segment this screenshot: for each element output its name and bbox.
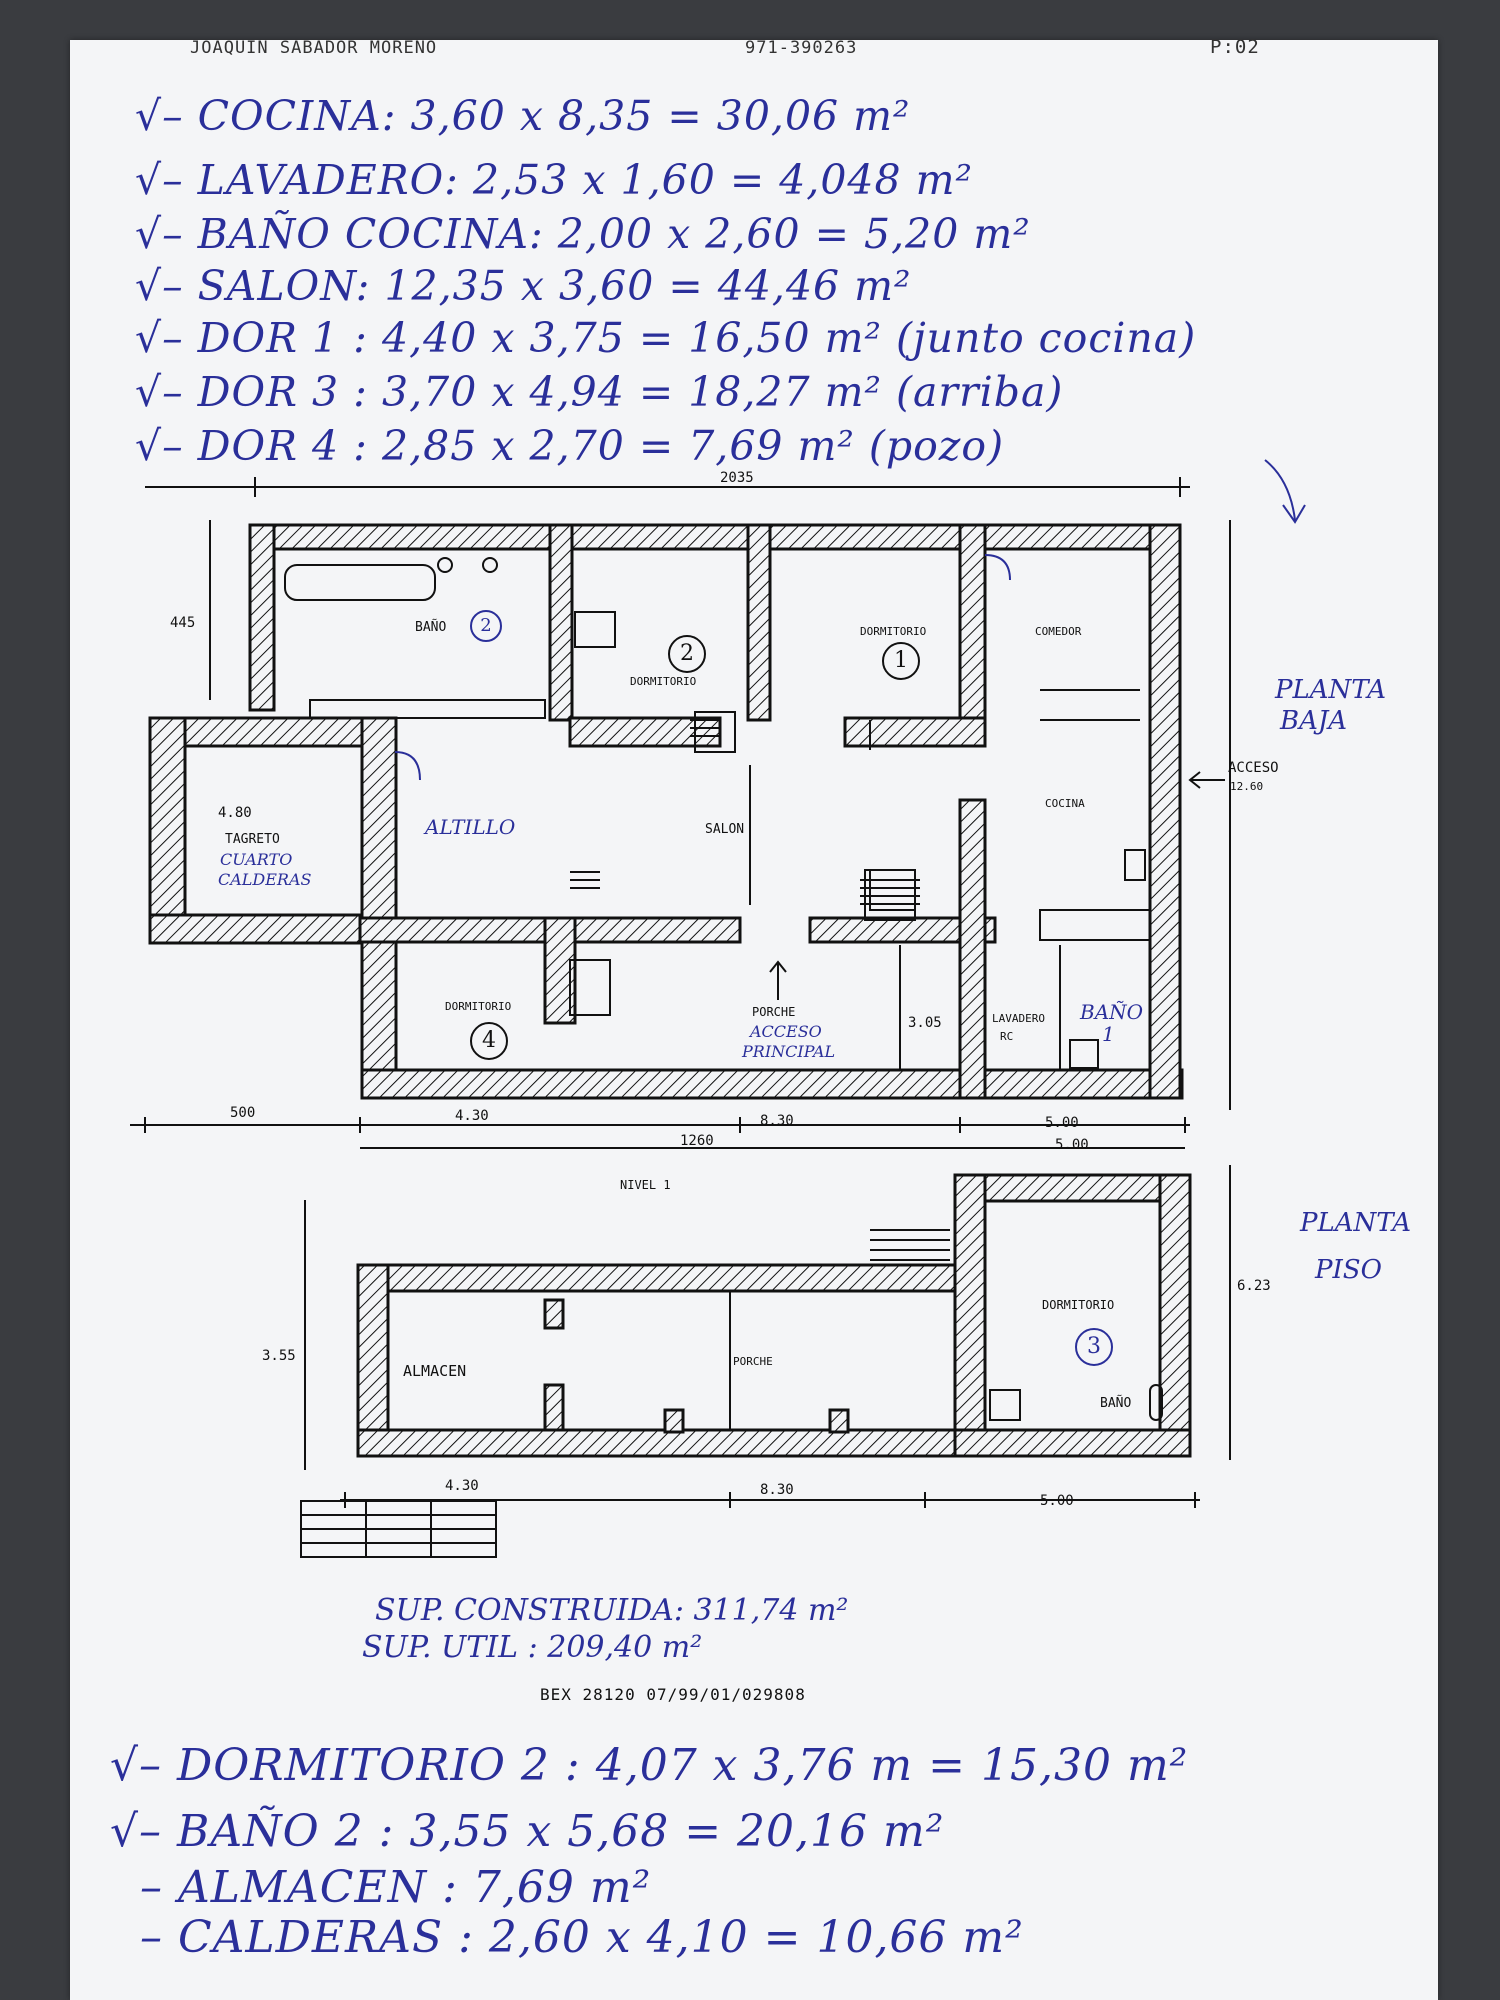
dim-bottom-c: 8.30 — [760, 1113, 794, 1129]
room-dormitorio-1-number: 1 — [882, 642, 920, 680]
dim-upper-h2: 6.23 — [1237, 1278, 1271, 1294]
room-altillo-label: ALTILLO — [425, 815, 516, 839]
dim-acceso: 12.60 — [1230, 780, 1264, 793]
room-lavadero-label: LAVADERO — [992, 1012, 1045, 1025]
check-mark: √ — [135, 314, 163, 362]
room-bano-1-number: 1 — [1102, 1022, 1115, 1046]
area-line-lavadero: √– LAVADERO: 2,53 x 1,60 = 4,048 m² — [135, 156, 973, 204]
porche-label: PORCHE — [752, 1005, 796, 1019]
room-comedor-label: COMEDOR — [1035, 625, 1082, 638]
area-line-bano-cocina: √– BAÑO COCINA: 2,00 x 2,60 = 5,20 m² — [135, 210, 1031, 258]
room-bano-3-label: BAÑO — [1100, 1396, 1132, 1411]
dim-upper-b2: 8.30 — [760, 1482, 794, 1498]
room-lavadero-sub: RC — [1000, 1030, 1014, 1043]
room-dormitorio-2-number: 2 — [668, 635, 706, 673]
room-dormitorio-3-number: 3 — [1075, 1328, 1113, 1366]
area-line-dor4: √– DOR 4 : 2,85 x 2,70 = 7,69 m² (pozo) — [135, 422, 1004, 470]
fax-page-number: P:02 — [1210, 36, 1260, 58]
planta-piso-line2: PISO — [1315, 1255, 1382, 1285]
acceso-principal-line1: ACCESO — [750, 1022, 822, 1041]
area-text: – SALON: 12,35 x 3,60 = 44,46 m² — [162, 262, 912, 310]
area-line-cocina: √– COCINA: 3,60 x 8,35 = 30,06 m² — [135, 92, 910, 140]
room-dormitorio-4-label: DORMITORIO — [445, 1000, 512, 1013]
dim-porch-h: 3.05 — [908, 1015, 942, 1031]
room-cuarto-label: CUARTO — [220, 850, 293, 869]
room-dormitorio-2-label: DORMITORIO — [630, 675, 697, 688]
nivel-1-label: NIVEL 1 — [620, 1178, 671, 1192]
dim-bottom-f: 5.00 — [1055, 1137, 1089, 1153]
dim-bottom-e: 1260 — [680, 1133, 714, 1149]
room-calderas-label: CALDERAS — [218, 870, 312, 889]
surface-summary-table — [300, 1500, 497, 1558]
check-mark: √ — [135, 92, 163, 140]
superficie-construida: SUP. CONSTRUIDA: 311,74 m² — [375, 1593, 849, 1628]
check-mark: √ — [110, 1740, 140, 1791]
footer-line-dormitorio-2: √– DORMITORIO 2 : 4,07 x 3,76 m = 15,30 … — [110, 1740, 1188, 1791]
planta-baja-line1: PLANTA — [1275, 675, 1386, 705]
area-text: – DOR 4 : 2,85 x 2,70 = 7,69 m² (pozo) — [162, 422, 1005, 470]
area-text: – ALMACEN : 7,69 m² — [140, 1862, 652, 1913]
room-dormitorio-1-label: DORMITORIO — [860, 625, 927, 638]
dim-bottom-a: 500 — [230, 1105, 256, 1121]
dim-upper-b3: 5.00 — [1040, 1493, 1074, 1509]
area-line-dor1: √– DOR 1 : 4,40 x 3,75 = 16,50 m² (junto… — [135, 314, 1196, 362]
area-text: – BAÑO 2 : 3,55 x 5,68 = 20,16 m² — [139, 1806, 945, 1857]
room-bano-2-number: 2 — [470, 610, 502, 642]
room-almacen-label: ALMACEN — [403, 1362, 467, 1380]
room-dormitorio-4-number: 4 — [470, 1022, 508, 1060]
footer-line-almacen: – ALMACEN : 7,69 m² — [140, 1862, 651, 1913]
area-text: – LAVADERO: 2,53 x 1,60 = 4,048 m² — [162, 156, 973, 204]
area-text: – BAÑO COCINA: 2,00 x 2,60 = 5,20 m² — [162, 210, 1031, 258]
fax-sender-name: JOAQUIN SABADOR MORENO — [190, 38, 438, 58]
fax-phone-number: 971-390263 — [745, 38, 858, 58]
area-line-salon: √– SALON: 12,35 x 3,60 = 44,46 m² — [135, 262, 911, 310]
dim-top-total: 2035 — [720, 470, 754, 486]
planta-piso-line1: PLANTA — [1300, 1208, 1411, 1238]
room-tagreto-label: TAGRETO — [225, 832, 280, 847]
check-mark: √ — [135, 422, 163, 470]
dim-left-height: 445 — [170, 615, 196, 631]
dim-bottom-d: 5.00 — [1045, 1115, 1079, 1131]
area-line-dor3: √– DOR 3 : 3,70 x 4,94 = 18,27 m² (arrib… — [135, 368, 1063, 416]
room-dormitorio-3-label: DORMITORIO — [1042, 1298, 1115, 1312]
area-text: – CALDERAS : 2,60 x 4,10 = 10,66 m² — [140, 1912, 1024, 1963]
check-mark: √ — [135, 262, 163, 310]
check-mark: √ — [135, 156, 163, 204]
superficie-util: SUP. UTIL : 209,40 m² — [362, 1630, 703, 1665]
area-text: – DOR 1 : 4,40 x 3,75 = 16,50 m² (junto … — [162, 314, 1197, 362]
area-text: – COCINA: 3,60 x 8,35 = 30,06 m² — [162, 92, 911, 140]
check-mark: √ — [110, 1806, 140, 1857]
footer-line-calderas: – CALDERAS : 2,60 x 4,10 = 10,66 m² — [140, 1912, 1024, 1963]
dim-tagra: 4.80 — [218, 805, 252, 821]
document-page — [70, 40, 1438, 2000]
check-mark: √ — [135, 368, 163, 416]
planta-baja-line2: BAJA — [1280, 706, 1348, 736]
dim-upper-b1: 4.30 — [445, 1478, 479, 1494]
acceso-principal-line2: PRINCIPAL — [742, 1042, 836, 1061]
acceso-side-label: ACCESO — [1228, 760, 1279, 776]
room-cocina-label: COCINA — [1045, 797, 1085, 810]
area-text: – DOR 3 : 3,70 x 4,94 = 18,27 m² (arriba… — [162, 368, 1064, 416]
check-mark: √ — [135, 210, 163, 258]
area-text: – DORMITORIO 2 : 4,07 x 3,76 m = 15,30 m… — [139, 1740, 1189, 1791]
dim-bottom-b: 4.30 — [455, 1108, 489, 1124]
footer-line-bano-2: √– BAÑO 2 : 3,55 x 5,68 = 20,16 m² — [110, 1806, 944, 1857]
dim-upper-h1: 3.55 — [262, 1348, 296, 1364]
room-bano-1-label: BAÑO — [1080, 1000, 1144, 1024]
room-salon-label: SALON — [705, 822, 745, 837]
room-bano-2-label: BAÑO — [415, 620, 447, 635]
room-porche-upper-label: PORCHE — [733, 1355, 773, 1368]
reference-stamp: BEX 28120 07/99/01/029808 — [540, 1685, 806, 1704]
